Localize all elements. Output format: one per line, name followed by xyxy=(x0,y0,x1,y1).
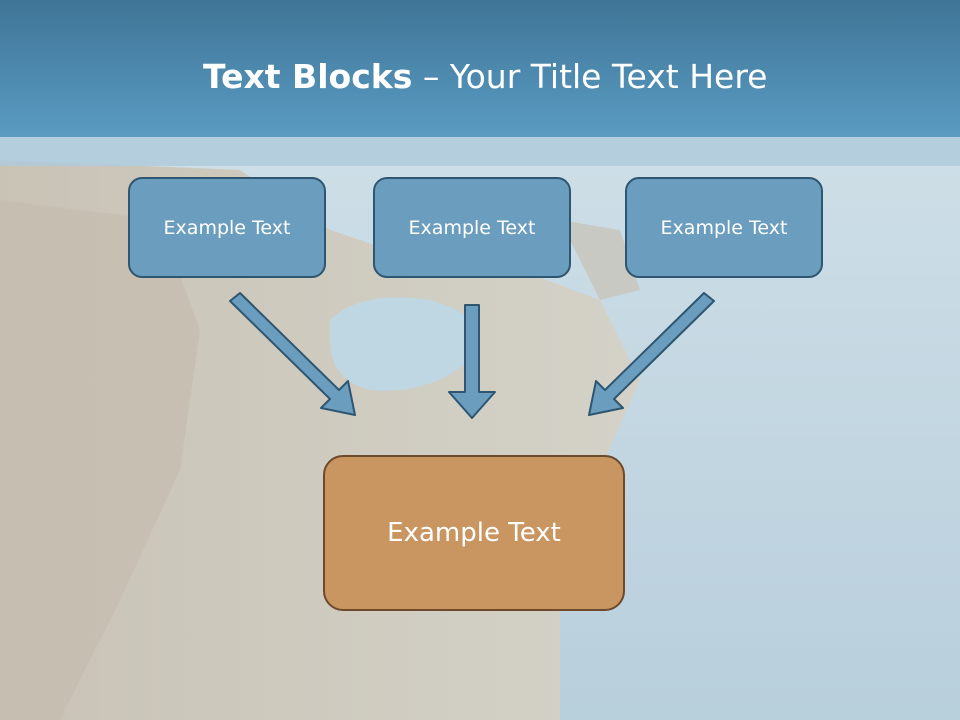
bay-water xyxy=(330,297,479,391)
arrow-center xyxy=(448,304,496,419)
top-text-box-2: Example Text xyxy=(373,177,571,278)
cliff-shadow xyxy=(0,200,200,720)
header-bar xyxy=(0,0,960,137)
top-text-box-1: Example Text xyxy=(128,177,326,278)
arrow-right xyxy=(588,292,715,416)
bottom-text-box: Example Text xyxy=(323,455,625,611)
headland xyxy=(560,220,640,300)
slide-title: Text Blocks – Your Title Text Here xyxy=(203,52,767,102)
title-rest-part: – Your Title Text Here xyxy=(412,57,768,96)
title-bold-part: Text Blocks xyxy=(203,57,413,96)
arrow-left xyxy=(229,292,356,416)
top-text-box-3: Example Text xyxy=(625,177,823,278)
header-strip xyxy=(0,137,960,166)
